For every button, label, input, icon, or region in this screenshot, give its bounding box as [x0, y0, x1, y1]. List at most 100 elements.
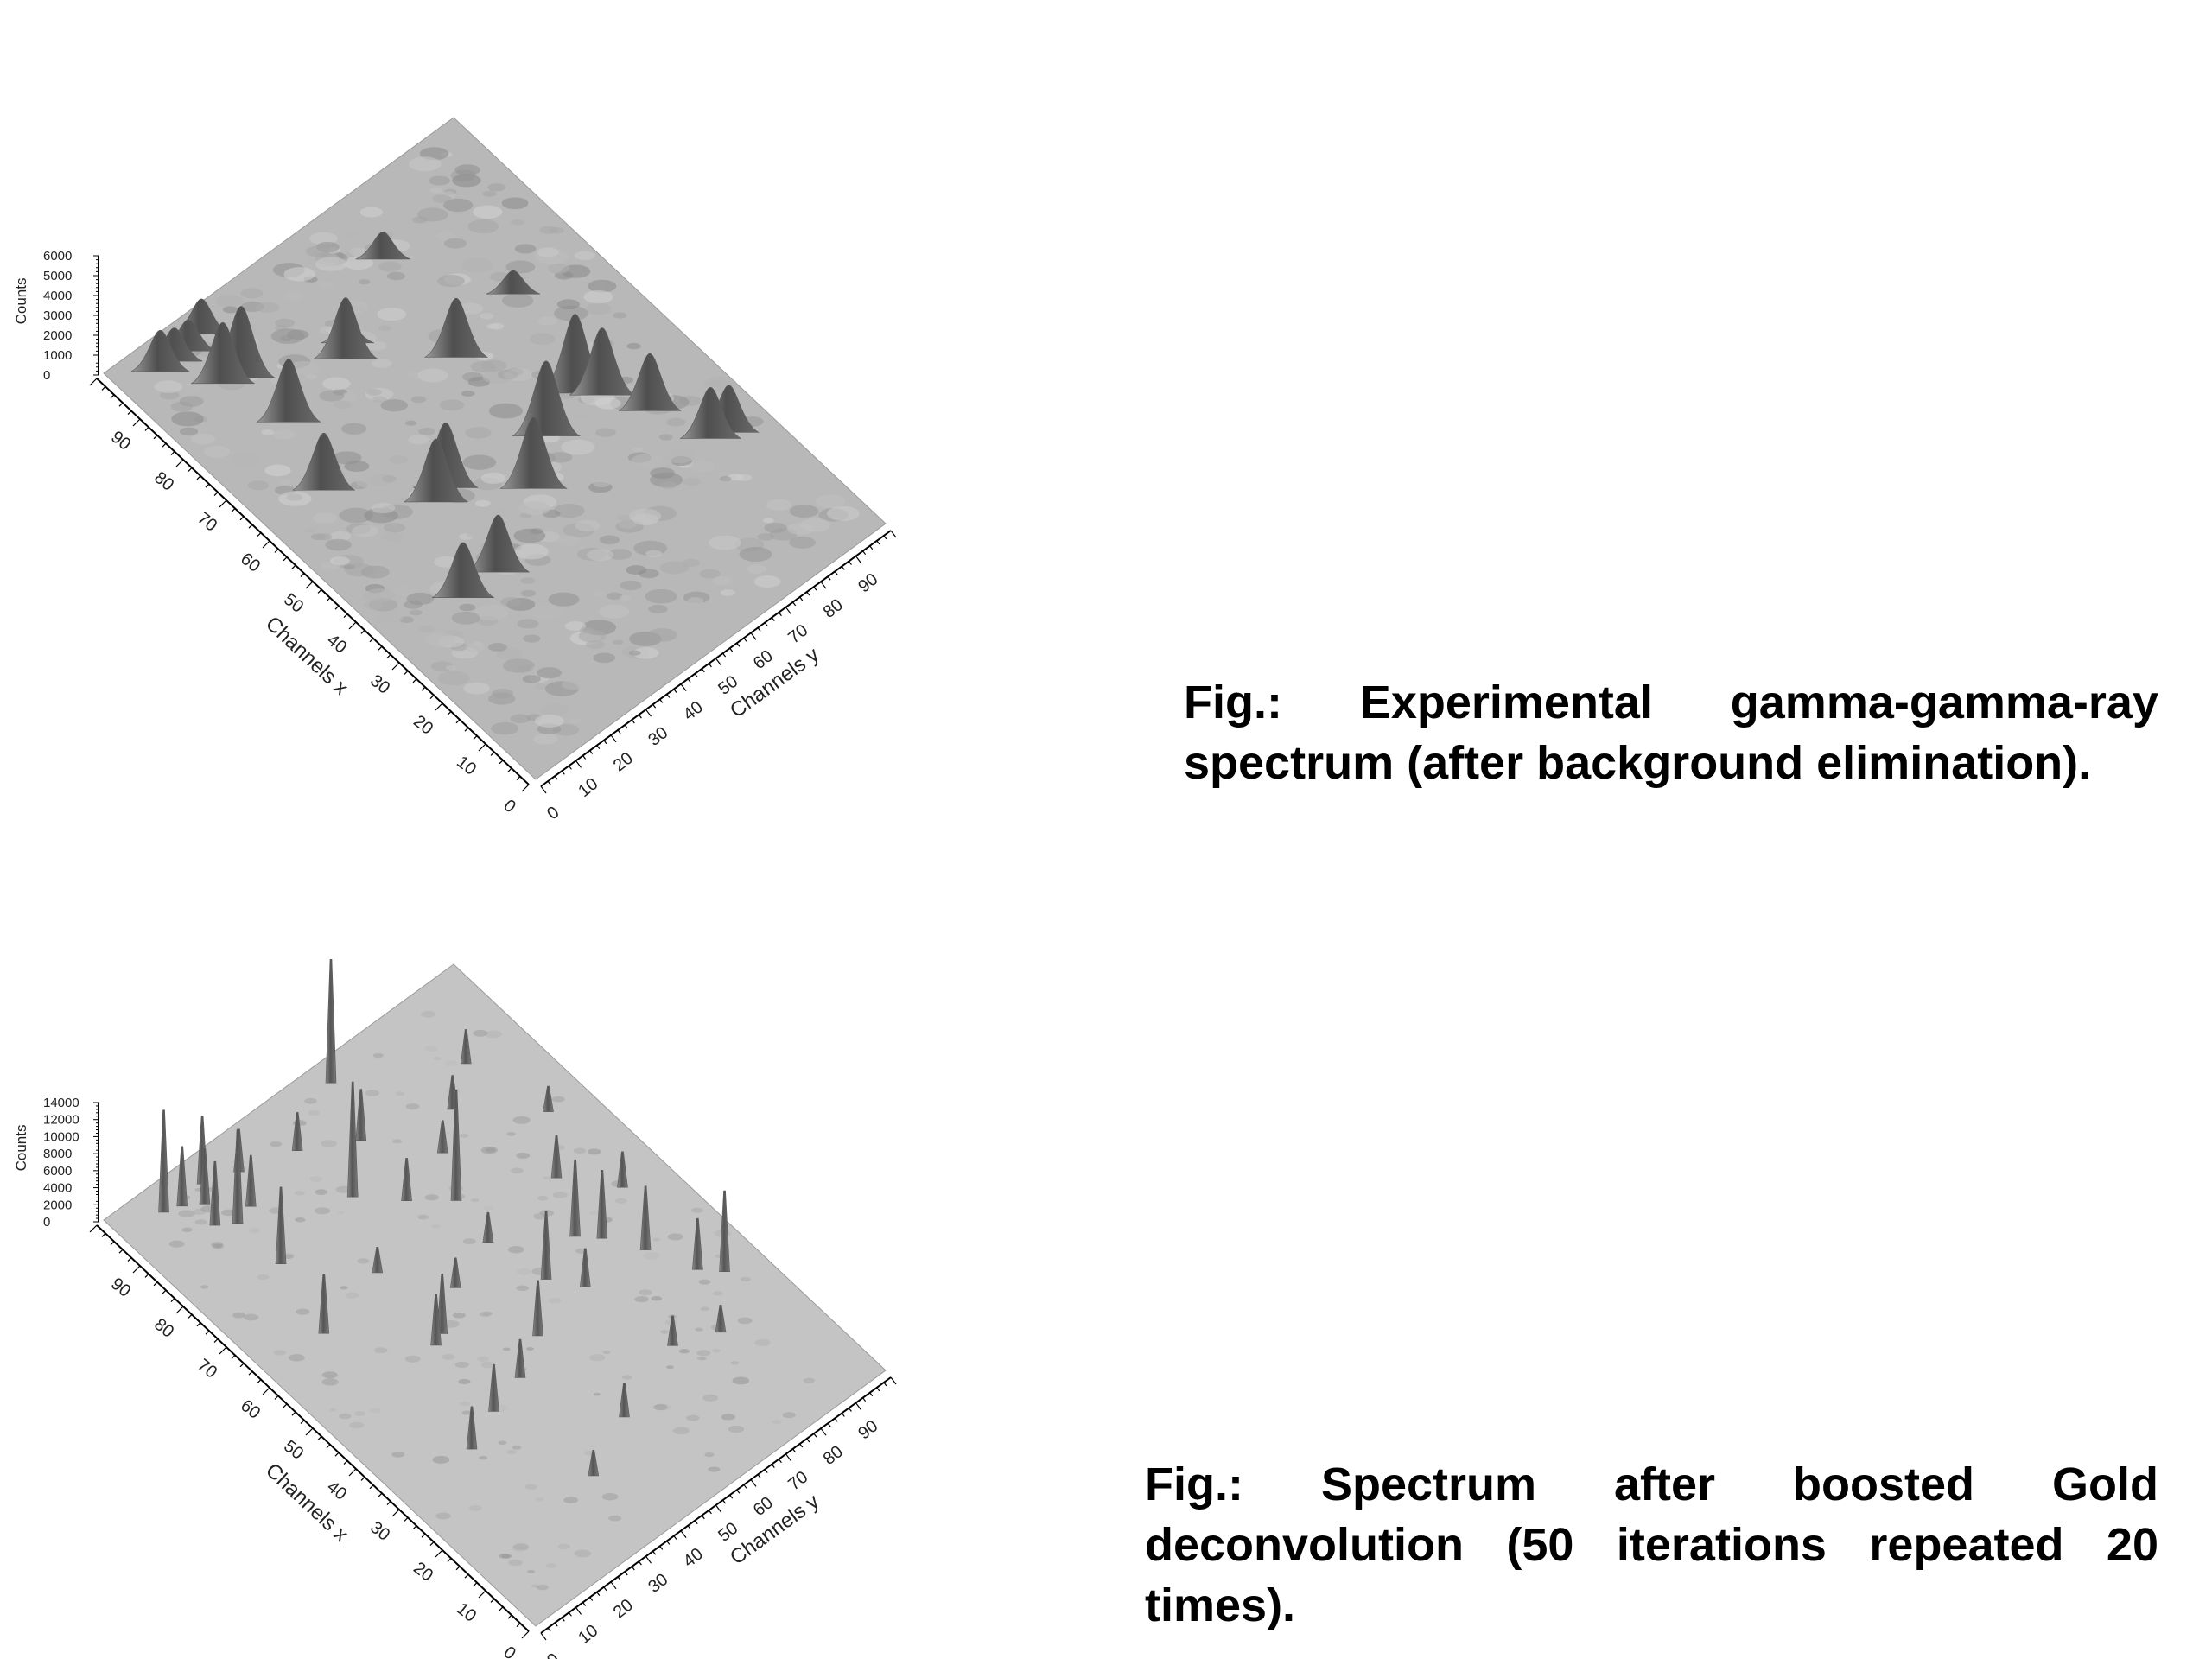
x-tick-label: 50: [280, 1437, 307, 1464]
surface-peak: [499, 416, 568, 489]
surface-peak: [275, 1186, 287, 1264]
y-tick-label: 80: [820, 1442, 847, 1469]
y-tick-label: 40: [680, 697, 707, 724]
surface-peak: [176, 1146, 188, 1207]
surface-peak: [355, 232, 410, 260]
surface-peak: [588, 1450, 600, 1477]
surface-peak: [191, 321, 255, 385]
z-tick-label: 8000: [43, 1147, 72, 1161]
surface-peak: [619, 1382, 630, 1418]
surface-peak: [424, 297, 488, 358]
surface-peak: [449, 1257, 461, 1288]
y-tick-label: 40: [680, 1544, 707, 1571]
x-tick-label: 30: [366, 1518, 393, 1545]
x-tick-label: 10: [453, 753, 480, 779]
z-tick-label: 14000: [43, 1096, 79, 1110]
y-tick-label: 0: [543, 803, 563, 823]
x-tick-label: 20: [410, 712, 436, 739]
z-tick-label: 2000: [43, 328, 72, 343]
surface-peak: [325, 958, 337, 1084]
surface-peak: [540, 1211, 552, 1280]
surface-peak: [486, 270, 541, 295]
surface-peak: [372, 1247, 384, 1274]
surface-peak: [618, 353, 682, 411]
surface-texture: [154, 147, 860, 745]
surface-peak: [158, 1109, 169, 1213]
surface-peak: [543, 1085, 554, 1112]
y-tick-label: 0: [543, 1649, 563, 1659]
z-axis-label: Counts: [13, 1125, 29, 1172]
y-axis-label: Channels y: [726, 1490, 823, 1569]
surface-peak: [569, 1159, 581, 1237]
x-tick-label: 40: [323, 1478, 350, 1504]
y-tick-label: 80: [820, 595, 847, 622]
surface-peak: [355, 1089, 367, 1141]
surface-peak: [667, 1315, 678, 1346]
x-tick-label: 90: [107, 1274, 134, 1301]
surface-base-plane: [103, 117, 887, 780]
caption-bottom: Fig.: Spectrum after boosted Gold deconv…: [1145, 1459, 2158, 1631]
surface-peak: [514, 1338, 526, 1378]
y-tick-label: 10: [575, 1621, 601, 1648]
x-tick-label: 70: [194, 509, 220, 536]
x-tick-label: 0: [500, 796, 519, 817]
z-tick-label: 6000: [43, 1164, 72, 1179]
surface-peak: [209, 1160, 221, 1226]
plot-area: [103, 117, 887, 780]
surface-peak: [692, 1217, 703, 1270]
surface-peak: [401, 1158, 412, 1201]
x-tick-label: 70: [194, 1356, 220, 1382]
x-tick-label: 0: [500, 1643, 519, 1659]
surface-peak: [532, 1280, 543, 1337]
surface-peak: [617, 1151, 628, 1188]
z-tick-label: 10000: [43, 1129, 79, 1144]
surface-peak: [199, 1147, 211, 1205]
y-tick-label: 10: [575, 774, 601, 801]
surface-peak: [130, 329, 190, 372]
surface-peak: [715, 1304, 727, 1333]
surface-peak: [436, 1274, 448, 1334]
surface-peak: [466, 1406, 478, 1450]
surface-peak: [318, 1273, 330, 1334]
surface-peak: [512, 360, 581, 436]
y-axis-label: Channels y: [726, 643, 823, 722]
z-tick-label: 0: [43, 1215, 50, 1230]
z-tick-label: 4000: [43, 289, 72, 303]
surface-peak: [245, 1154, 257, 1207]
y-tick-label: 30: [645, 1570, 671, 1597]
surface-peak: [680, 386, 741, 439]
z-tick-label: 12000: [43, 1113, 79, 1128]
surface-peak: [596, 1170, 608, 1239]
x-tick-label: 80: [150, 1315, 177, 1342]
plot-area: [103, 958, 887, 1627]
surface-peak: [550, 1135, 563, 1179]
z-tick-label: 2000: [43, 1198, 72, 1212]
surface-peak: [292, 432, 356, 491]
z-tick-label: 6000: [43, 249, 72, 264]
surface-peak: [232, 1128, 244, 1224]
y-tick-label: 20: [610, 749, 637, 776]
z-tick-label: 1000: [43, 348, 72, 363]
surface-peak: [639, 1185, 652, 1250]
x-tick-label: 90: [107, 428, 134, 454]
z-tick-label: 0: [43, 368, 50, 383]
z-axis-label: Counts: [13, 278, 29, 325]
surface-peak: [432, 542, 494, 598]
surface-peak: [314, 297, 378, 359]
x-tick-label: 60: [237, 1396, 264, 1423]
surface-peak: [488, 1363, 499, 1412]
surface-peak: [430, 1294, 442, 1346]
y-tick-label: 90: [855, 1416, 881, 1443]
surface-peak: [404, 438, 468, 503]
x-tick-label: 10: [453, 1599, 480, 1626]
surface-peak: [569, 327, 635, 396]
surface-peak: [436, 1120, 448, 1154]
surface-peak: [482, 1211, 494, 1243]
z-tick-label: 5000: [43, 269, 72, 283]
surface-peak: [291, 1112, 303, 1152]
x-tick-label: 40: [323, 631, 350, 658]
y-tick-label: 20: [610, 1596, 637, 1623]
